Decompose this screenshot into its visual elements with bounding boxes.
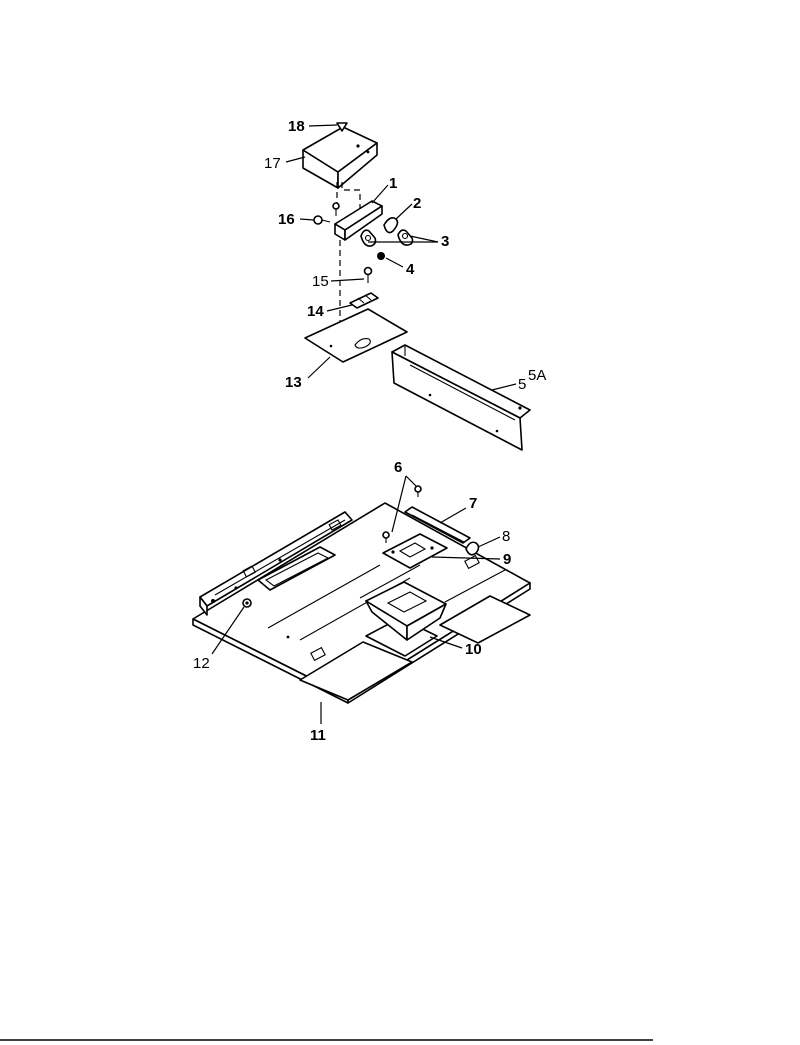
part-4-nut xyxy=(377,252,385,260)
part-10-tray xyxy=(365,581,447,641)
callout-6: 6 xyxy=(394,459,402,476)
callout-15: 15 xyxy=(312,273,329,290)
part-14-hinge xyxy=(349,292,379,309)
callout-18: 18 xyxy=(288,118,305,135)
callout-7: 7 xyxy=(469,495,477,512)
callout-12: 12 xyxy=(193,655,210,672)
callout-labels: 18 17 1 2 3 16 4 15 14 13 5 5A 6 7 8 9 1… xyxy=(193,118,546,744)
part-8-clip xyxy=(465,541,480,556)
part-3-clips xyxy=(360,229,414,247)
part-17-cover xyxy=(302,126,378,189)
part-2-washer xyxy=(383,217,399,234)
assembly-line xyxy=(341,182,361,212)
part-7-bar xyxy=(404,506,471,544)
callout-14: 14 xyxy=(307,303,324,320)
screw xyxy=(332,202,340,216)
part-9-bracket xyxy=(382,533,448,569)
part-18-screw xyxy=(336,122,348,132)
part-16-screw xyxy=(313,215,331,225)
part-5A-rail xyxy=(391,344,531,451)
callout-17: 17 xyxy=(264,155,281,172)
callout-5A: 5A xyxy=(528,367,546,384)
callout-5: 5 xyxy=(518,376,526,393)
part-15-screw xyxy=(363,266,373,283)
part-11-base-pan xyxy=(192,502,531,704)
callout-13: 13 xyxy=(285,374,302,391)
leader-lines xyxy=(211,124,517,724)
callout-8: 8 xyxy=(502,528,510,545)
part-12-nut xyxy=(242,598,252,608)
callout-1: 1 xyxy=(389,175,397,192)
callout-4: 4 xyxy=(406,261,415,278)
callout-3: 3 xyxy=(441,233,449,250)
part-13-plate xyxy=(304,308,408,363)
part-1-bracket xyxy=(334,200,383,241)
callout-10: 10 xyxy=(465,641,482,658)
callout-9: 9 xyxy=(503,551,511,568)
part-6-screws xyxy=(382,485,422,543)
callout-11: 11 xyxy=(310,727,326,744)
callout-2: 2 xyxy=(413,195,421,212)
callout-16: 16 xyxy=(278,211,295,228)
